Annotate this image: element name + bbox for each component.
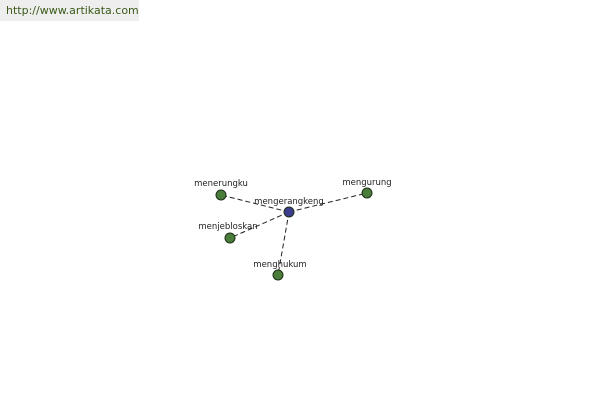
center-node-dot[interactable] [283, 206, 295, 218]
center-node-label[interactable]: mengerangkeng [254, 197, 324, 207]
node-mengurung[interactable]: mengurung [342, 178, 392, 199]
node-menghukum[interactable]: menghukum [253, 260, 307, 281]
edge-mengerangkeng-menerungku [220, 194, 290, 213]
edge-mengerangkeng-menghukum [277, 211, 290, 276]
node-dot[interactable] [215, 189, 227, 201]
node-dot[interactable] [224, 232, 236, 244]
site-url-link[interactable]: http://www.artikata.com [6, 4, 139, 17]
node-menerungku[interactable]: menerungku [194, 179, 248, 201]
node-label[interactable]: menjebloskan [198, 222, 257, 232]
edge-mengerangkeng-menjebloskan [229, 211, 290, 239]
node-mengerangkeng-center[interactable]: mengerangkeng [254, 197, 324, 218]
node-label[interactable]: mengurung [342, 178, 391, 188]
node-dot[interactable] [272, 269, 284, 281]
node-label[interactable]: menghukum [253, 260, 306, 270]
node-dot[interactable] [361, 187, 373, 199]
url-bar: http://www.artikata.com [0, 0, 139, 21]
node-menjebloskan[interactable]: menjebloskan [198, 222, 258, 244]
node-label[interactable]: menerungku [194, 179, 248, 189]
edge-mengerangkeng-mengurung [288, 192, 368, 213]
